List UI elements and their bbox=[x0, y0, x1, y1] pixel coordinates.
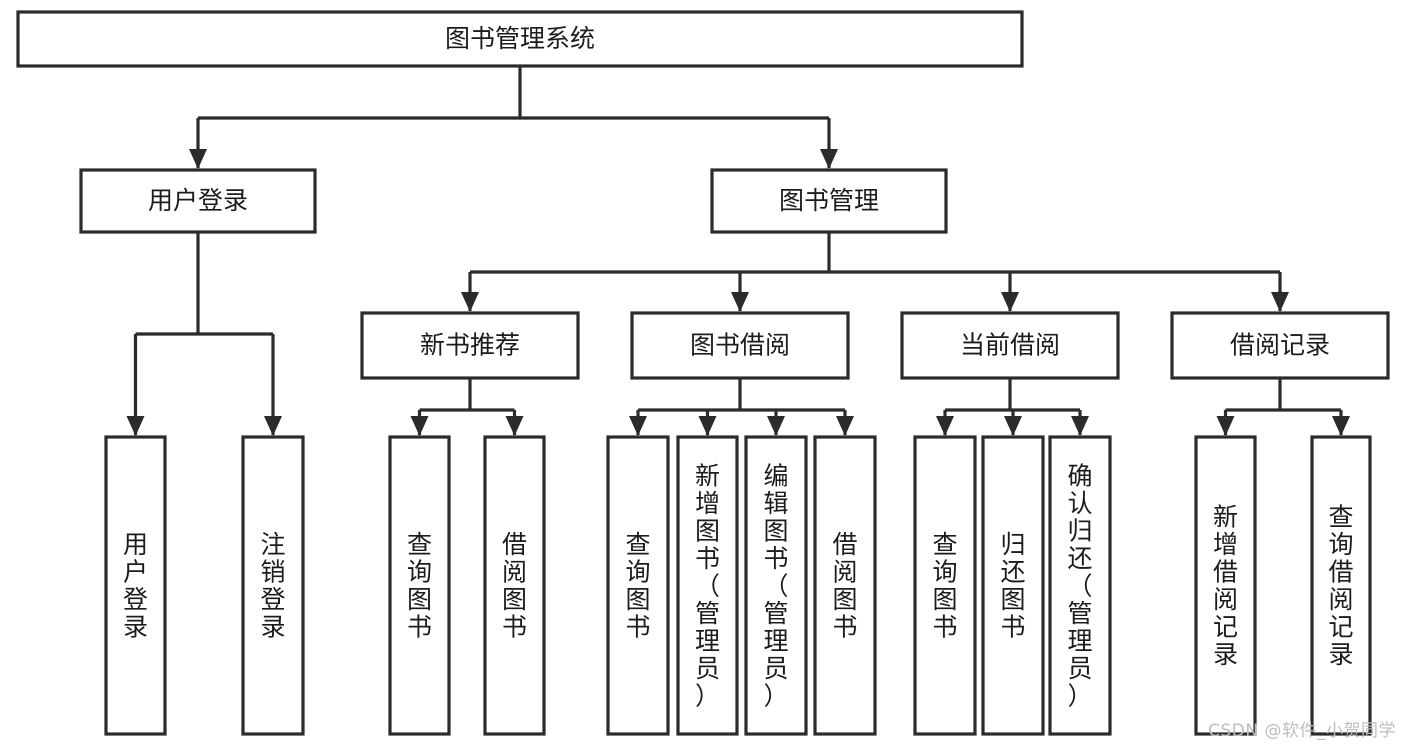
box-label-vertical: 借阅图书 bbox=[502, 530, 527, 642]
node-level2-0[interactable]: 用户登录 bbox=[79, 168, 317, 234]
node-leaf-11[interactable]: 新增借阅记录 bbox=[1194, 435, 1257, 736]
box-label: 新书推荐 bbox=[420, 331, 520, 360]
box-label-vertical: 新增借阅记录 bbox=[1213, 503, 1238, 670]
arrow-to-leaf bbox=[698, 416, 717, 436]
node-leaf-12[interactable]: 查询借阅记录 bbox=[1310, 435, 1372, 736]
box-label-vertical: 查询图书 bbox=[625, 530, 650, 642]
arrow-to-leaf bbox=[126, 416, 145, 436]
arrow-to-leaf bbox=[1216, 416, 1235, 436]
box-outline bbox=[1310, 435, 1372, 736]
node-root[interactable]: 图书管理系统 bbox=[16, 10, 1024, 68]
node-level3-3[interactable]: 借阅记录 bbox=[1170, 311, 1390, 380]
arrow-to-leaf bbox=[836, 416, 854, 436]
box-outline bbox=[913, 435, 977, 736]
box-label: 图书管理系统 bbox=[445, 24, 595, 53]
node-leaf-4[interactable]: 查询图书 bbox=[606, 435, 670, 736]
box-label: 用户登录 bbox=[148, 186, 248, 215]
arrow-to-leaf bbox=[1332, 416, 1350, 436]
arrow-to-level2 bbox=[820, 149, 838, 169]
box-outline bbox=[710, 168, 948, 234]
arrow-to-leaf bbox=[1071, 416, 1089, 436]
node-leaf-6[interactable]: 编辑图书（管理员） bbox=[744, 435, 808, 736]
node-leaf-1[interactable]: 注销登录 bbox=[241, 435, 305, 736]
node-leaf-7[interactable]: 借阅图书 bbox=[813, 435, 877, 736]
box-label-vertical: 查询图书 bbox=[407, 530, 432, 642]
box-outline bbox=[981, 435, 1045, 736]
box-outline bbox=[16, 10, 1024, 68]
box-outline bbox=[79, 168, 317, 234]
box-label-vertical: 注销登录 bbox=[260, 530, 285, 642]
box-outline bbox=[1170, 311, 1390, 380]
arrow-to-leaf bbox=[505, 416, 524, 436]
box-outline bbox=[483, 435, 546, 736]
node-leaf-0[interactable]: 用户登录 bbox=[104, 435, 167, 736]
box-label-vertical: 借阅图书 bbox=[832, 530, 857, 642]
node-leaf-2[interactable]: 查询图书 bbox=[388, 435, 451, 736]
node-level3-2[interactable]: 当前借阅 bbox=[900, 311, 1120, 380]
box-outline bbox=[1194, 435, 1257, 736]
box-outline bbox=[676, 435, 739, 736]
arrow-to-level2 bbox=[189, 149, 207, 169]
box-outline bbox=[241, 435, 305, 736]
box-label-vertical: 查询图书 bbox=[932, 530, 957, 642]
node-leaf-8[interactable]: 查询图书 bbox=[913, 435, 977, 736]
box-label: 借阅记录 bbox=[1230, 331, 1330, 360]
node-leaf-5[interactable]: 新增图书（管理员） bbox=[676, 435, 739, 736]
box-outline bbox=[104, 435, 167, 736]
box-label: 当前借阅 bbox=[960, 331, 1060, 360]
box-label-vertical: 查询借阅记录 bbox=[1328, 503, 1353, 670]
box-label-vertical: 新增图书（管理员） bbox=[695, 461, 720, 710]
box-label-vertical: 确认归还（管理员） bbox=[1067, 461, 1092, 710]
watermark: CSDN @软件_小贺同学 bbox=[1208, 721, 1396, 741]
node-leaf-9[interactable]: 归还图书 bbox=[981, 435, 1045, 736]
arrow-to-level3 bbox=[1001, 292, 1019, 312]
node-level3-0[interactable]: 新书推荐 bbox=[360, 311, 580, 380]
box-label: 图书管理 bbox=[779, 186, 879, 215]
arrow-to-leaf bbox=[410, 416, 429, 436]
box-label: 图书借阅 bbox=[690, 331, 790, 360]
box-outline bbox=[606, 435, 670, 736]
node-leaf-3[interactable]: 借阅图书 bbox=[483, 435, 546, 736]
box-outline bbox=[360, 311, 580, 380]
box-outline bbox=[1048, 435, 1112, 736]
arrow-to-level3 bbox=[1271, 292, 1289, 312]
arrow-to-leaf bbox=[629, 416, 647, 436]
arrow-to-leaf bbox=[767, 416, 785, 436]
arrow-to-leaf bbox=[936, 416, 954, 436]
arrow-to-leaf bbox=[1004, 416, 1022, 436]
arrow-to-leaf bbox=[264, 416, 282, 436]
node-leaf-10[interactable]: 确认归还（管理员） bbox=[1048, 435, 1112, 736]
box-outline bbox=[744, 435, 808, 736]
box-outline bbox=[813, 435, 877, 736]
arrow-to-level3 bbox=[731, 292, 749, 312]
node-level2-1[interactable]: 图书管理 bbox=[710, 168, 948, 234]
box-label-vertical: 编辑图书（管理员） bbox=[763, 461, 788, 710]
node-level3-1[interactable]: 图书借阅 bbox=[630, 311, 850, 380]
box-label-vertical: 用户登录 bbox=[123, 530, 148, 642]
arrow-to-level3 bbox=[461, 292, 479, 312]
box-outline bbox=[388, 435, 451, 736]
box-label-vertical: 归还图书 bbox=[1000, 530, 1025, 642]
